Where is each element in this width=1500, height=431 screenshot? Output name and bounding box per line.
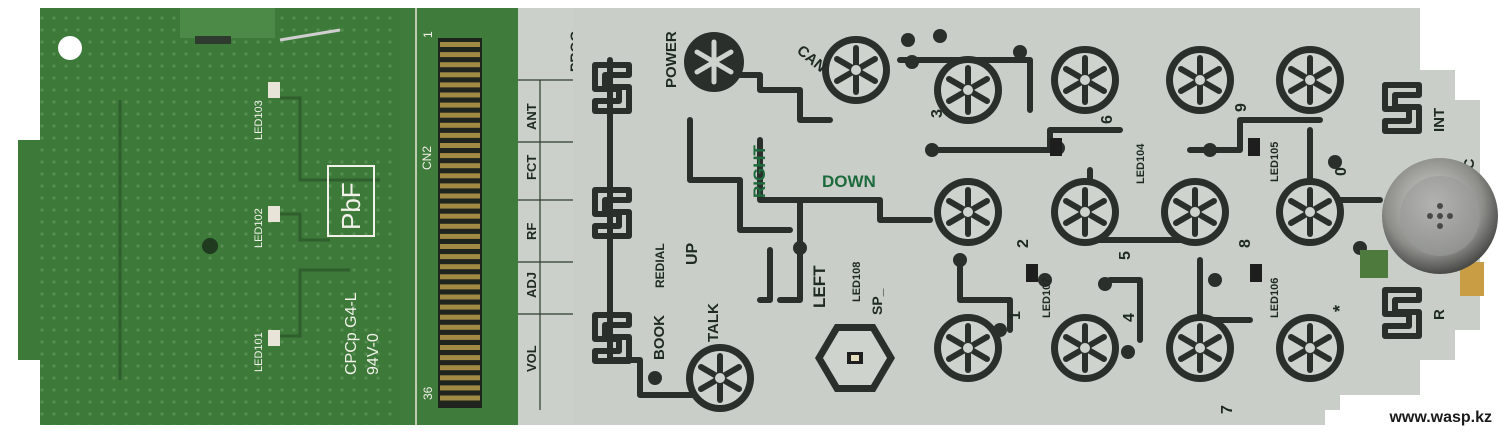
nav-key [815, 324, 895, 392]
pin-1-label: 1 [421, 31, 435, 38]
pad-fct: FCT [524, 155, 539, 180]
connector-pin [440, 334, 480, 340]
pad-label-column: VOL ADJ RF FCT ANT PROG [518, 8, 583, 425]
digit-star: * [1330, 305, 1350, 312]
connector-pin [440, 395, 480, 401]
led103-label: LED103 [253, 100, 265, 140]
pin-36-label: 36 [421, 386, 435, 400]
connector-pin [440, 254, 480, 260]
digit-4: 4 [1121, 313, 1138, 322]
book-label: BOOK [651, 315, 668, 360]
talk-label: TALK [705, 303, 722, 342]
connector-pin [440, 365, 480, 371]
pad-rf: RF [524, 223, 539, 240]
connector-pin [440, 375, 480, 381]
connector-pin [440, 153, 480, 159]
led105-label: LED105 [1269, 142, 1281, 182]
led101-label: LED101 [253, 332, 265, 372]
pad-vol: VOL [524, 345, 539, 372]
green-board [18, 8, 400, 425]
digit-6: 6 [1099, 115, 1116, 124]
power-key [684, 32, 744, 92]
connector-pin [440, 42, 480, 47]
connector-pin [440, 385, 480, 391]
led108-label: LED108 [851, 262, 863, 302]
pad-adj: ADJ [524, 272, 539, 298]
connector-pin [440, 173, 480, 179]
redial-label: REDIAL [653, 243, 667, 288]
connector-pin [440, 143, 480, 148]
connector-pin [440, 294, 480, 300]
connector-pin [440, 304, 480, 310]
led104-label: LED104 [1135, 143, 1147, 184]
digit-3: 3 [929, 109, 946, 118]
connector-pin [440, 193, 480, 199]
material-label: 94V-0 [365, 333, 382, 375]
connector-pin [440, 203, 480, 209]
connector-pin [440, 122, 480, 128]
connector-pin [440, 233, 480, 239]
keypad-board [573, 8, 1480, 425]
keypad-keys [684, 32, 1344, 412]
int-label: INT [1431, 108, 1448, 132]
connector-pin [440, 72, 480, 78]
svg-text:PbF: PbF [336, 182, 366, 230]
up-label: UP [684, 242, 701, 265]
led107-label: LED107 [1041, 278, 1053, 318]
digit-0: 0 [1333, 167, 1350, 176]
connector-pin [440, 274, 480, 280]
pad-ant: ANT [524, 103, 539, 130]
keypad-led-parts [1026, 138, 1262, 282]
digit-7: 7 [1219, 405, 1236, 414]
down-label: DOWN [822, 172, 876, 191]
connector-pin [440, 112, 480, 118]
sp-label: SP_ [869, 288, 885, 315]
left-label: LEFT [810, 265, 829, 308]
connector-pin [440, 132, 480, 138]
connector-pin [440, 244, 480, 249]
microphone [1360, 158, 1498, 296]
connector-cn2: CN2 1 36 [400, 8, 518, 425]
power-label: POWER [663, 31, 680, 88]
digit-9: 9 [1233, 103, 1250, 112]
digit-1: 1 [1007, 311, 1024, 320]
connector-pin [440, 314, 480, 320]
connector-pin [440, 52, 480, 58]
connector-pin [440, 92, 480, 98]
digit-8: 8 [1237, 239, 1254, 248]
connector-pin [440, 284, 480, 290]
cn2-label: CN2 [420, 146, 434, 170]
connector-pin [440, 213, 480, 219]
connector-pin [440, 163, 480, 169]
pbf-marking: PbF [327, 165, 375, 237]
manufacturer-label: CPCp G4-L [343, 292, 360, 375]
connector-pin [440, 82, 480, 88]
digit-5: 5 [1117, 251, 1134, 260]
connector-pin [440, 355, 480, 361]
connector-pin [440, 324, 480, 330]
connector-pin [440, 264, 480, 270]
connector-pin [440, 223, 480, 229]
digit-2: 2 [1015, 239, 1032, 248]
connector-pin [440, 345, 480, 350]
green-led-labels: LED103 LED102 LED101 [253, 82, 280, 372]
led102-label: LED102 [253, 208, 265, 248]
led106-label: LED106 [1269, 278, 1281, 318]
connector-pin [440, 183, 480, 189]
watermark: www.wasp.kz [1388, 409, 1492, 426]
connector-pin [440, 102, 480, 108]
r-label: R [1431, 309, 1448, 320]
right-label: RIGHT [750, 145, 769, 199]
connector-pin [440, 62, 480, 68]
